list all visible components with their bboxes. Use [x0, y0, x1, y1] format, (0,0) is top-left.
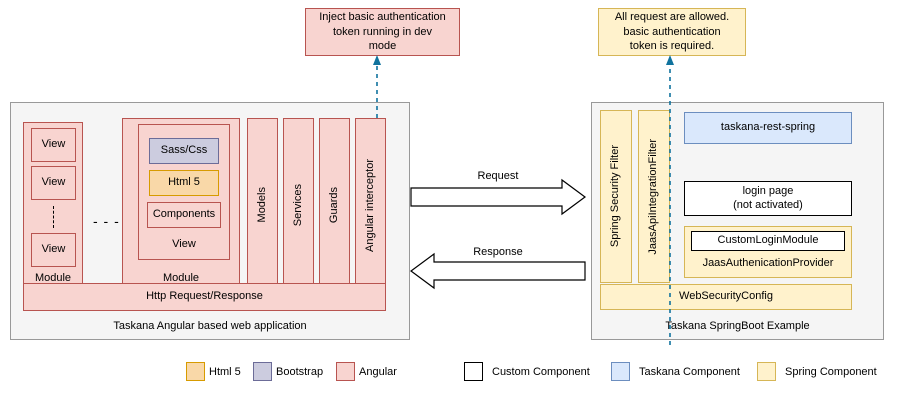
- column-guards-label: Guards: [327, 186, 340, 224]
- legend-label-custom: Custom Component: [492, 366, 590, 378]
- module-b-html5: Html 5: [149, 170, 219, 196]
- column-angular-interceptor: Angular interceptor: [355, 118, 386, 292]
- module-b-sass-css: Sass/Css: [149, 138, 219, 164]
- jaas-authentication-provider-caption: JaasAuthenicationProvider: [702, 257, 834, 269]
- column-angular-interceptor-label: Angular interceptor: [363, 158, 376, 252]
- modules-horizontal-ellipsis: - - -: [93, 213, 120, 229]
- connector-dev-mode-arrowhead: [373, 55, 381, 65]
- legend-label-bootstrap: Bootstrap: [276, 366, 324, 378]
- legend-label-taskana: Taskana Component: [639, 366, 740, 378]
- login-page-line-1: login page: [742, 184, 794, 197]
- module-a-view-1: View: [31, 128, 76, 162]
- column-models-label: Models: [255, 187, 268, 223]
- legend-swatch-angular: [336, 362, 355, 381]
- note-all-requests: All request are allowed. basic authentic…: [598, 8, 746, 56]
- filter-spring-security-label: Spring Security Filter: [609, 145, 622, 248]
- module-a-caption: Module: [34, 272, 72, 284]
- module-a-vertical-ellipsis: [53, 206, 54, 228]
- column-guards: Guards: [319, 118, 350, 292]
- filter-jaas-api-integration: JaasApiIntegrationFilter: [638, 110, 670, 283]
- filter-spring-security: Spring Security Filter: [600, 110, 632, 283]
- legend-label-html5: Html 5: [209, 366, 241, 378]
- web-security-config-box: WebSecurityConfig: [600, 284, 852, 310]
- http-request-response-bar: Http Request/Response: [23, 283, 386, 311]
- request-label: Request: [477, 170, 519, 182]
- legend-swatch-bootstrap: [253, 362, 272, 381]
- taskana-rest-spring-box: taskana-rest-spring: [684, 112, 852, 144]
- legend-swatch-html5: [186, 362, 205, 381]
- module-b-caption: Module: [162, 272, 200, 284]
- right-panel-caption: Taskana SpringBoot Example: [665, 320, 810, 332]
- login-page-box: login page (not activated): [684, 181, 852, 216]
- module-a-view-3: View: [31, 233, 76, 267]
- login-page-line-2: (not activated): [733, 198, 803, 211]
- module-a-view-2: View: [31, 166, 76, 200]
- column-services: Services: [283, 118, 314, 292]
- column-services-label: Services: [291, 183, 304, 227]
- connector-all-requests-arrowhead: [666, 55, 674, 65]
- left-panel-caption: Taskana Angular based web application: [113, 320, 307, 332]
- legend-swatch-custom: [464, 362, 483, 381]
- module-b-components: Components: [147, 202, 221, 228]
- legend-label-spring: Spring Component: [785, 366, 877, 378]
- legend-swatch-taskana: [611, 362, 630, 381]
- note-all-requests-line-1: All request are allowed.: [614, 10, 730, 23]
- custom-login-module-box: CustomLoginModule: [691, 231, 845, 251]
- column-models: Models: [247, 118, 278, 292]
- note-all-requests-line-2: basic authentication: [623, 25, 721, 38]
- response-label: Response: [473, 246, 523, 258]
- module-b-view-caption: View: [172, 238, 196, 250]
- response-arrow: [409, 252, 586, 290]
- legend-label-angular: Angular: [359, 366, 397, 378]
- filter-jaas-api-integration-label: JaasApiIntegrationFilter: [647, 138, 660, 255]
- note-dev-mode: Inject basic authentication token runnin…: [305, 8, 460, 56]
- note-all-requests-line-3: token is required.: [629, 40, 715, 53]
- request-arrow: [410, 178, 587, 216]
- note-dev-mode-line-1: Inject basic authentication: [319, 10, 446, 23]
- note-dev-mode-line-3: mode: [368, 40, 397, 53]
- legend-swatch-spring: [757, 362, 776, 381]
- note-dev-mode-line-2: token running in dev: [332, 25, 433, 38]
